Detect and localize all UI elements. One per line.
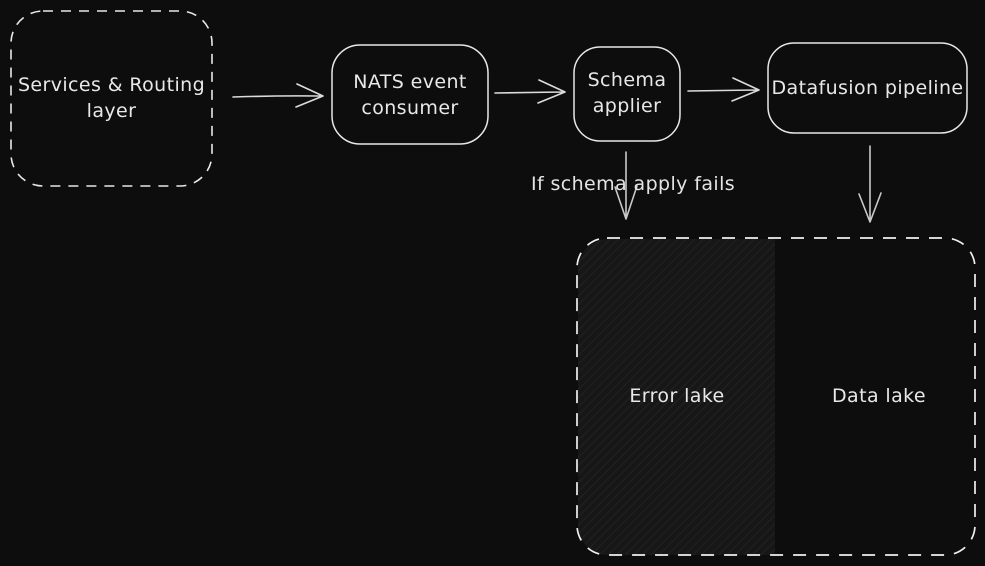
- services-routing-label: Services & Routing layer: [17, 74, 206, 122]
- arrow-schema-to-error-lake: [614, 151, 638, 220]
- error-lake-label: Error lake: [629, 385, 725, 407]
- schema-fail-edge-label: If schema apply fails: [530, 173, 736, 195]
- services-routing-node: [10, 10, 213, 187]
- lakes-container-node: [576, 237, 976, 556]
- data-lake-label: Data lake: [832, 385, 926, 407]
- arrow-datafusion-to-data-lake: [858, 145, 882, 223]
- nats-event-consumer-node: [331, 44, 489, 145]
- arrow-schema-to-datafusion: [687, 77, 760, 102]
- datafusion-pipeline-node: [767, 42, 968, 134]
- schema-applier-label: Schema applier: [587, 69, 667, 117]
- datafusion-pipeline-label: Datafusion pipeline: [771, 77, 964, 99]
- arrow-nats-to-schema: [494, 79, 566, 104]
- error-lake-hatch-fill: [578, 239, 775, 555]
- arrow-services-to-nats: [232, 83, 324, 108]
- nats-event-consumer-label: NATS event consumer: [353, 71, 467, 119]
- schema-applier-node: [573, 46, 681, 142]
